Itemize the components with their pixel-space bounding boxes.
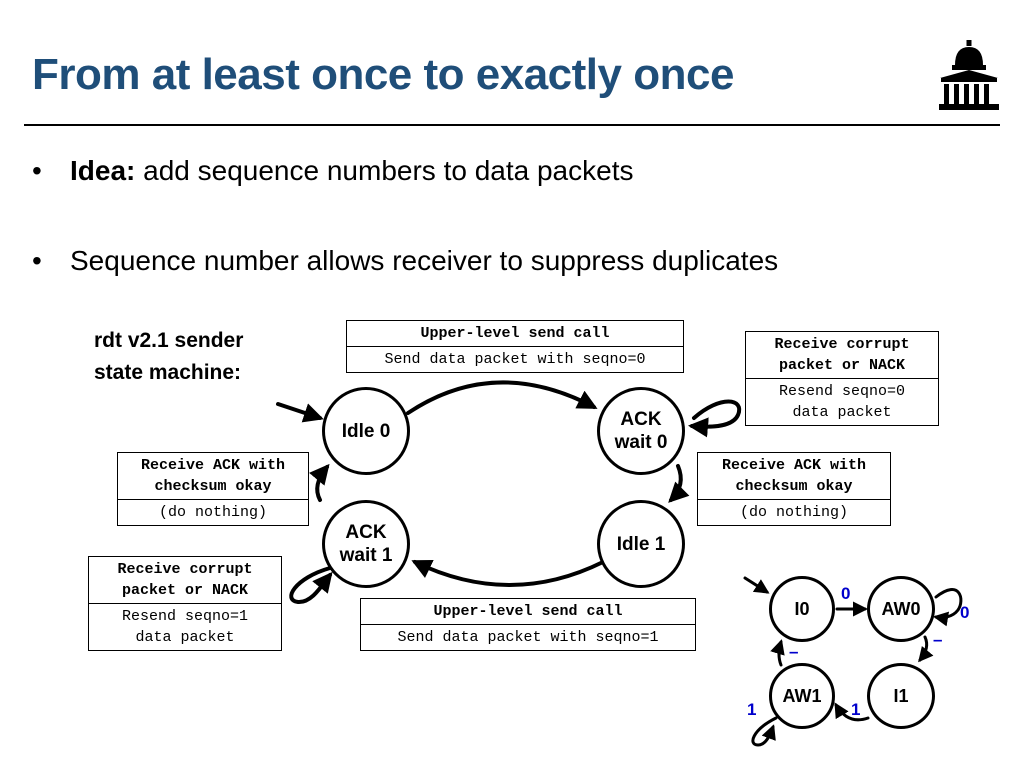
state-idle-0: Idle 0 [322, 387, 410, 475]
mini-arrow-initial [743, 576, 770, 594]
arrow-ackwait0-to-idle1 [668, 464, 690, 503]
box-trigger: Receive ACK with checksum okay [698, 453, 890, 500]
box-trigger: Receive corrupt packet or NACK [89, 557, 281, 604]
send0-action-box: Upper-level send call Send data packet w… [346, 320, 684, 373]
university-logo-icon [939, 40, 999, 110]
state-idle-1: Idle 1 [597, 500, 685, 588]
mini-arrow-aw1-i0 [770, 639, 785, 667]
box-action: (do nothing) [158, 504, 268, 521]
resend0-action-box: Receive corrupt packet or NACK Resend se… [745, 331, 939, 426]
state-ack-wait-1: ACK wait 1 [322, 500, 410, 588]
box-action: Resend seqno=1 data packet [121, 608, 249, 646]
bullet-dot: • [32, 245, 42, 276]
diagram-caption: rdt v2.1 sender state machine: [94, 325, 243, 389]
arrow-ackwait1-self [289, 566, 333, 604]
arrow-idle0-to-ackwait0 [406, 380, 598, 415]
bullet-text: Sequence number allows receiver to suppr… [70, 245, 779, 276]
mini-label-aw0-i1: – [933, 630, 943, 649]
box-action: (do nothing) [739, 504, 849, 521]
ack1-action-box: Receive ACK with checksum okay (do nothi… [697, 452, 891, 526]
title-divider [24, 124, 1000, 126]
mini-label-aw1-self: 1 [747, 700, 757, 719]
ack0-action-box: Receive ACK with checksum okay (do nothi… [117, 452, 309, 526]
box-action: Resend seqno=0 data packet [778, 383, 906, 421]
bullet-item: • Sequence number allows receiver to sup… [30, 244, 778, 278]
mini-state-i1: I1 [867, 663, 935, 729]
arrow-initial [276, 402, 324, 423]
box-action: Send data packet with seqno=0 [384, 351, 646, 368]
state-ack-wait-0: ACK wait 0 [597, 387, 685, 475]
send1-action-box: Upper-level send call Send data packet w… [360, 598, 696, 651]
mini-label-i0-aw0: 0 [841, 584, 851, 603]
box-trigger: Upper-level send call [347, 321, 683, 347]
box-trigger: Receive corrupt packet or NACK [746, 332, 938, 379]
caption-text: rdt v2.1 sender state machine: [94, 329, 244, 384]
box-trigger: Upper-level send call [361, 599, 695, 625]
bullet-strong: Idea: [70, 155, 136, 186]
arrow-ackwait0-self [688, 399, 742, 438]
bullet-text: add sequence numbers to data packets [135, 155, 634, 186]
mini-arrow-aw0-self [933, 588, 963, 627]
mini-state-aw1: AW1 [769, 663, 835, 729]
arrow-ackwait1-to-idle0 [309, 463, 330, 502]
box-action: Send data packet with seqno=1 [397, 629, 659, 646]
mini-arrow-aw1-self [751, 716, 778, 747]
mini-label-i1-aw1: 1 [851, 700, 861, 719]
mini-state-i0: I0 [769, 576, 835, 642]
bullet-item: • Idea: add sequence numbers to data pac… [30, 154, 778, 188]
mini-label-aw1-i0: – [789, 642, 799, 661]
bullet-list: • Idea: add sequence numbers to data pac… [30, 154, 778, 278]
mini-arrow-aw0-i1 [918, 635, 934, 663]
resend1-action-box: Receive corrupt packet or NACK Resend se… [88, 556, 282, 651]
mini-state-aw0: AW0 [867, 576, 935, 642]
box-trigger: Receive ACK with checksum okay [118, 453, 308, 500]
slide-title: From at least once to exactly once [32, 50, 734, 99]
bullet-dot: • [32, 155, 42, 186]
mini-label-aw0-self: 0 [960, 603, 970, 622]
arrow-idle1-to-ackwait1 [411, 559, 605, 587]
